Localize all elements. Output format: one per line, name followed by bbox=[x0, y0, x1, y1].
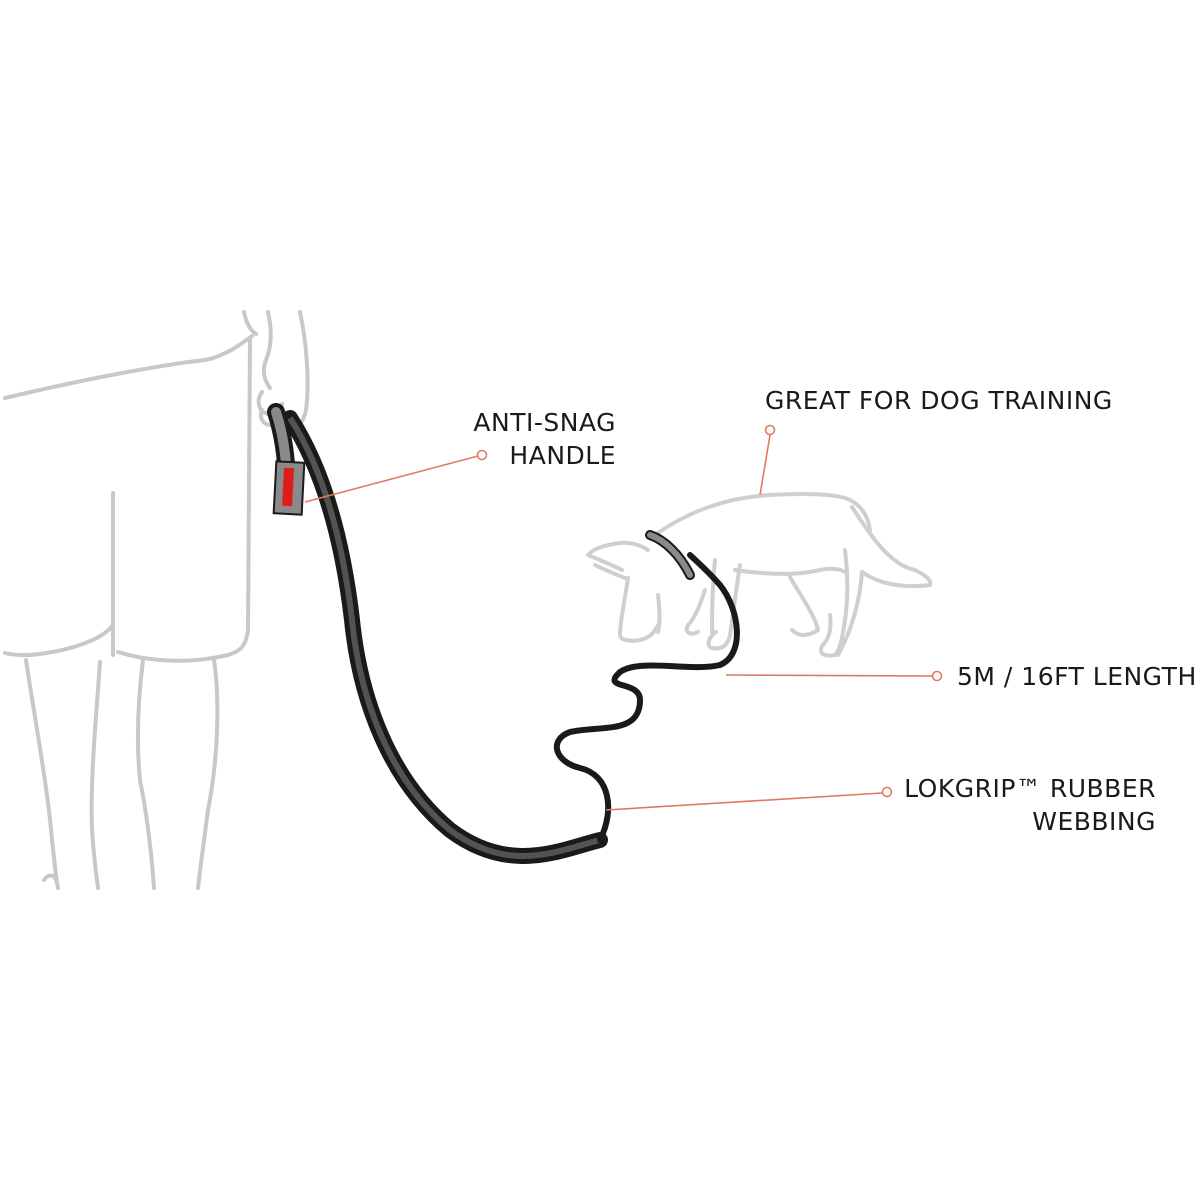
callout-line-webbing bbox=[605, 792, 883, 811]
callout-dot-webbing bbox=[881, 786, 893, 798]
person-outline bbox=[3, 310, 310, 890]
handle-line-2: HANDLE bbox=[509, 441, 616, 470]
length-line-1: 5M / 16FT LENGTH bbox=[957, 662, 1197, 691]
callout-label-training: GREAT FOR DOG TRAINING bbox=[765, 384, 1113, 417]
callout-label-webbing: LOKGRIP™ RUBBER WEBBING bbox=[900, 772, 1156, 838]
callout-label-handle: ANTI-SNAG HANDLE bbox=[440, 406, 616, 472]
leash bbox=[267, 403, 740, 864]
callout-dot-training bbox=[764, 424, 776, 436]
callout-lines bbox=[304, 424, 943, 811]
callout-line-handle bbox=[304, 455, 479, 503]
webbing-line-1: LOKGRIP™ RUBBER bbox=[904, 774, 1156, 803]
dog-outline bbox=[586, 492, 933, 658]
training-line-1: GREAT FOR DOG TRAINING bbox=[765, 386, 1113, 415]
handle-line-1: ANTI-SNAG bbox=[473, 408, 616, 437]
callout-dot-length bbox=[931, 670, 943, 682]
webbing-line-2: WEBBING bbox=[1032, 807, 1156, 836]
callout-line-length bbox=[725, 674, 933, 677]
callout-dot-handle bbox=[476, 449, 488, 461]
callout-line-training bbox=[759, 434, 771, 496]
callout-label-length: 5M / 16FT LENGTH bbox=[957, 660, 1197, 693]
